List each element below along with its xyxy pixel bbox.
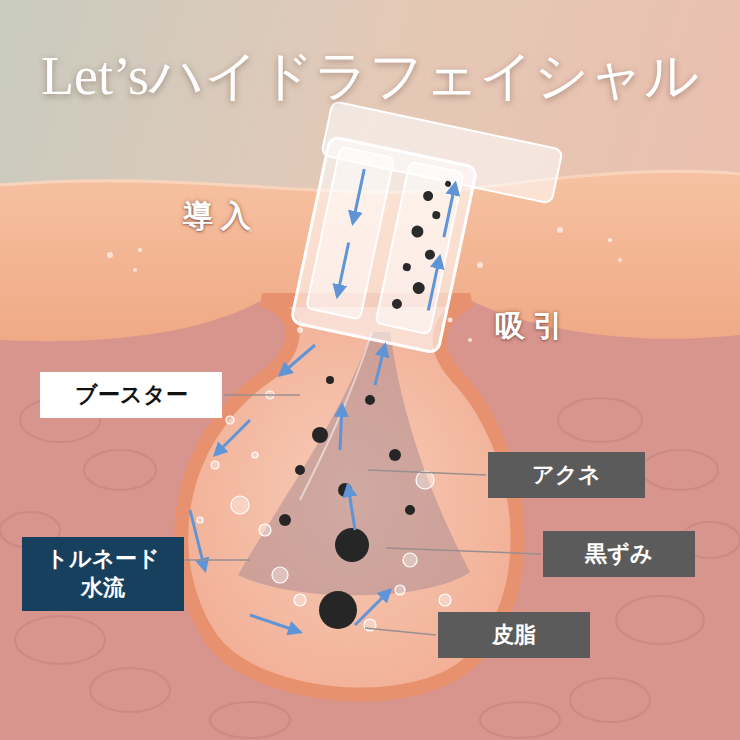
callout-box: 黒ずみ [543,531,695,577]
callout-box: 皮脂 [438,612,590,658]
flow-label: 吸引 [495,306,571,347]
title: Let’sハイドラフェイシャル [41,40,699,113]
callout-text: トルネード 水流 [38,545,168,602]
callout-box: ブースター [40,372,222,418]
callout-box: トルネード 水流 [22,537,184,611]
flow-label: 導入 [183,196,259,237]
callout-text: 黒ずみ [585,540,653,569]
callout-box: アクネ [488,452,645,498]
callout-text: アクネ [532,461,601,490]
callout-text: 皮脂 [492,621,536,650]
callout-text: ブースター [75,381,188,410]
